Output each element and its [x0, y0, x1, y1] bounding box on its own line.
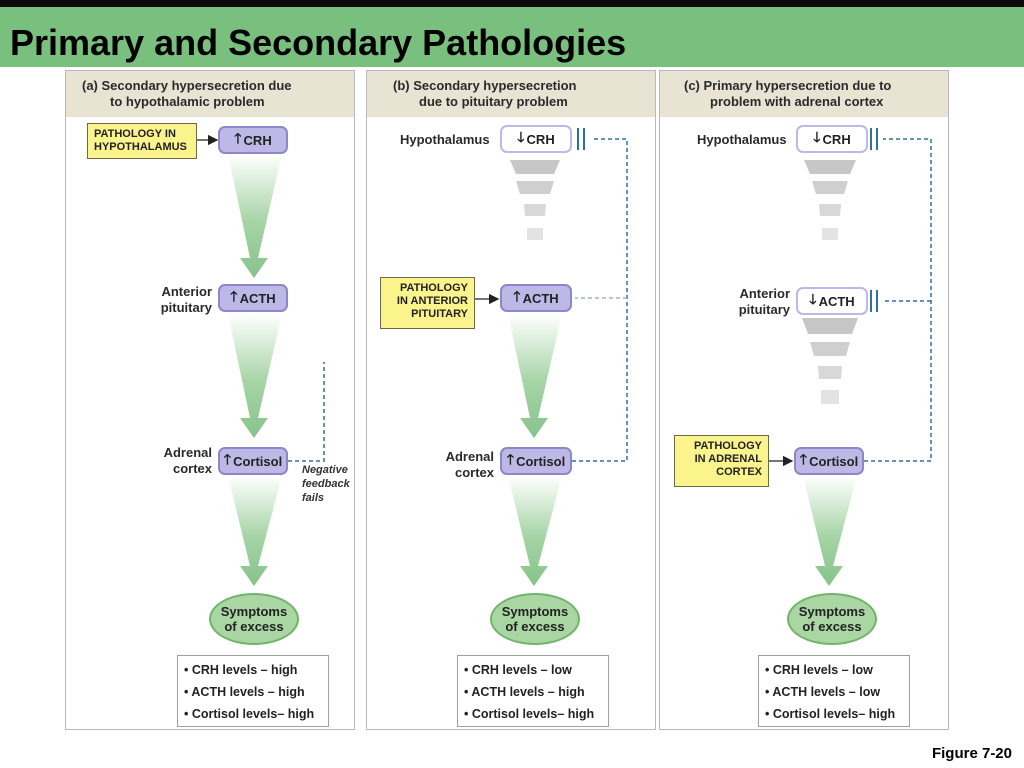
acth-label-c: ACTH — [818, 293, 855, 309]
arrow-crh-to-acth-a — [228, 154, 282, 278]
arrow-cortisol-to-symptoms-b — [508, 476, 562, 586]
crh-pill-a: 🡑CRH — [218, 126, 288, 154]
cortisol-level-a: • Cortisol levels– high — [184, 707, 315, 721]
acth-pill-a: 🡑ACTH — [218, 284, 288, 312]
acth-level-a: • ACTH levels – high — [184, 685, 305, 699]
hypothalamus-label-c: Hypothalamus — [697, 132, 787, 147]
figure-label: Figure 7-20 — [931, 745, 1012, 762]
cortisol-pill-b: 🡑Cortisol — [500, 447, 572, 475]
cortisol-label-a: Cortisol — [233, 453, 283, 469]
pathology-box-c: PATHOLOGY IN ADRENAL CORTEX — [674, 435, 769, 487]
adrenal-cortex-label-a: Adrenal cortex — [163, 445, 212, 476]
acth-pill-c: 🡓ACTH — [796, 287, 868, 315]
negative-feedback-fails-note: Negative feedback fails — [302, 464, 350, 504]
anterior-pituitary-label-c: Anterior pituitary — [738, 286, 790, 317]
pathology-box-b: PATHOLOGY IN ANTERIOR PITUITARY — [380, 277, 475, 329]
up-arrow-icon: 🡑 — [223, 451, 232, 467]
crh-pill-c: 🡓CRH — [796, 125, 868, 153]
levels-box-a: • CRH levels – high • ACTH levels – high… — [177, 655, 329, 727]
down-arrow-icon: 🡓 — [809, 291, 817, 307]
suppressed-crh-signal-b — [510, 160, 560, 240]
cortisol-pill-a: 🡑Cortisol — [218, 447, 288, 475]
crh-label-c: CRH — [822, 131, 851, 147]
pathology-box-a: PATHOLOGY IN HYPOTHALAMUS — [87, 123, 197, 159]
feedback-line-c — [864, 138, 932, 462]
arrow-acth-to-cortisol-a — [228, 314, 282, 438]
acth-label-a: ACTH — [239, 290, 276, 306]
symptoms-line1-c: Symptoms — [798, 604, 866, 619]
cortisol-level-b: • Cortisol levels– high — [464, 707, 595, 721]
down-arrow-icon: 🡓 — [517, 129, 525, 145]
adrenal-cortex-label-b: Adrenal cortex — [445, 449, 494, 480]
symptoms-line1-b: Symptoms — [501, 604, 569, 619]
panel-b-heading: (b) Secondary hypersecretion due to pitu… — [367, 71, 655, 117]
acth-pill-b: 🡑ACTH — [500, 284, 572, 312]
panel-a: (a) Secondary hypersecretion due to hypo… — [65, 70, 355, 730]
failed-feedback-line-a — [288, 362, 325, 462]
up-arrow-icon: 🡑 — [799, 451, 808, 467]
suppressed-crh-signal-c — [804, 160, 856, 240]
arrow-cortisol-to-symptoms-a — [228, 476, 282, 586]
cortisol-label-c: Cortisol — [809, 453, 859, 469]
symptoms-oval-c: Symptoms of excess — [787, 593, 877, 645]
arrow-cortisol-to-symptoms-c — [803, 476, 857, 586]
suppressed-acth-signal-c — [802, 318, 858, 404]
title-bar: Primary and Secondary Pathologies — [0, 7, 1024, 67]
arrow-acth-to-cortisol-b — [508, 314, 562, 438]
symptoms-oval-a: Symptoms of excess — [209, 593, 299, 645]
up-arrow-icon: 🡑 — [234, 130, 242, 146]
down-arrow-icon: 🡓 — [813, 129, 821, 145]
cortisol-pill-c: 🡑Cortisol — [794, 447, 864, 475]
panel-c-heading: (c) Primary hypersecretion due to proble… — [660, 71, 948, 117]
top-black-strip — [0, 0, 1024, 7]
acth-level-c: • ACTH levels – low — [765, 685, 881, 699]
anterior-pituitary-label-a: Anterior pituitary — [160, 284, 212, 315]
symptoms-line2-a: of excess — [224, 619, 284, 634]
panel-c-heading-line1: (c) Primary hypersecretion due to — [684, 78, 892, 93]
panel-b-heading-line1: (b) Secondary hypersecretion — [393, 78, 577, 93]
slide-title: Primary and Secondary Pathologies — [10, 22, 627, 63]
acth-level-b: • ACTH levels – high — [464, 685, 585, 699]
symptoms-line1-a: Symptoms — [220, 604, 288, 619]
feedback-line-b — [572, 138, 628, 462]
up-arrow-icon: 🡑 — [230, 288, 238, 304]
panel-a-heading-line1: (a) Secondary hypersecretion due — [82, 78, 292, 93]
crh-level-b: • CRH levels – low — [464, 663, 572, 677]
inhibition-mark-c-acth — [870, 290, 878, 312]
panel-a-heading-line2: to hypothalamic problem — [110, 94, 265, 109]
symptoms-line2-b: of excess — [505, 619, 565, 634]
crh-level-c: • CRH levels – low — [765, 663, 873, 677]
crh-label-a: CRH — [243, 132, 272, 148]
up-arrow-icon: 🡑 — [506, 451, 515, 467]
panel-a-heading: (a) Secondary hypersecretion due to hypo… — [66, 71, 354, 117]
crh-label-b: CRH — [526, 131, 555, 147]
inhibition-mark-b — [577, 128, 585, 150]
symptoms-oval-b: Symptoms of excess — [490, 593, 580, 645]
cortisol-level-c: • Cortisol levels– high — [765, 707, 896, 721]
panel-b-heading-line2: due to pituitary problem — [419, 94, 568, 109]
levels-box-b: • CRH levels – low • ACTH levels – high … — [457, 655, 609, 727]
acth-label-b: ACTH — [522, 290, 559, 306]
crh-level-a: • CRH levels – high — [184, 663, 298, 677]
symptoms-line2-c: of excess — [802, 619, 862, 634]
crh-pill-b: 🡓CRH — [500, 125, 572, 153]
cortisol-label-b: Cortisol — [516, 453, 566, 469]
hypothalamus-label-b: Hypothalamus — [400, 132, 490, 147]
levels-box-c: • CRH levels – low • ACTH levels – low •… — [758, 655, 910, 727]
up-arrow-icon: 🡑 — [513, 288, 521, 304]
inhibition-mark-c-crh — [870, 128, 878, 150]
panel-c-heading-line2: problem with adrenal cortex — [710, 94, 884, 109]
